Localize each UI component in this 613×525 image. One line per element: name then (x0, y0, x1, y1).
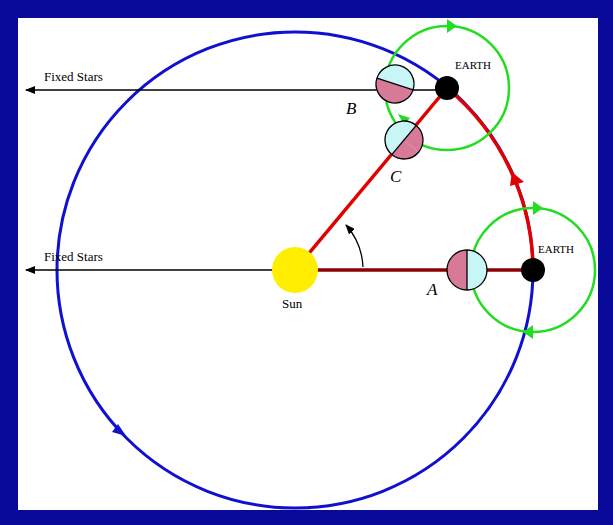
rotation-arrow (523, 325, 533, 339)
sun-label: Sun (282, 297, 302, 311)
rotation-arrow (533, 201, 543, 215)
observer-globe (447, 250, 487, 290)
observer-globe (377, 113, 431, 167)
earth-label: EARTH (537, 243, 575, 255)
earth-dot (435, 76, 459, 100)
point-letter: B (346, 100, 356, 119)
angle-arrow (346, 225, 363, 267)
point-letter: C (390, 168, 401, 187)
earth-dot (521, 258, 545, 282)
white-panel (18, 18, 598, 510)
fixed-star-arrow (26, 269, 295, 270)
rotation-arrow (447, 19, 457, 33)
travelled-arc (447, 88, 533, 270)
point-letter: A (427, 281, 437, 300)
star-label: Fixed Stars (44, 250, 103, 264)
sun-earth-line (295, 88, 447, 270)
sun-disc (272, 247, 318, 293)
star-label: Fixed Stars (44, 70, 103, 84)
orbit-arrow (112, 424, 126, 436)
arc-arrow (510, 172, 524, 186)
observer-globe (371, 60, 419, 108)
earth-label: EARTH (454, 59, 492, 71)
sun-earth-line (295, 268, 533, 272)
